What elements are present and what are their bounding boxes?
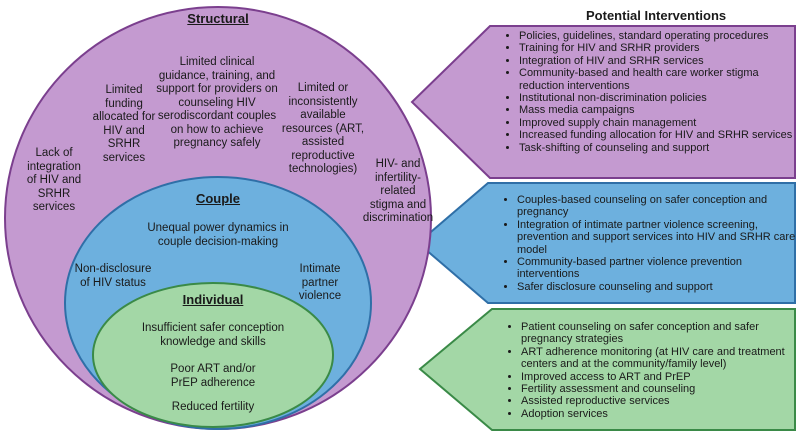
structural-heading: Structural (187, 11, 249, 26)
individual-item-adherence: Poor ART and/or PrEP adherence (170, 363, 256, 389)
list-item: Institutional non-discrimination policie… (519, 92, 800, 104)
list-item: Adoption services (521, 408, 800, 420)
list-item: Couples-based counseling on safer concep… (517, 194, 800, 219)
individual-interventions-list: Patient counseling on safer conception a… (507, 321, 800, 420)
structural-interventions-panel (410, 25, 796, 179)
list-item: Fertility assessment and counseling (521, 383, 800, 395)
list-item: Patient counseling on safer conception a… (521, 321, 800, 346)
structural-item-resources: Limited or inconsistently available reso… (281, 82, 365, 175)
individual-item-fertility: Reduced fertility (171, 401, 255, 413)
list-item: ART adherence monitoring (at HIV care an… (521, 346, 800, 371)
structural-item-clinical-guidance: Limited clinical guidance, training, and… (156, 56, 278, 149)
list-item: Integration of intimate partner violence… (517, 219, 800, 256)
interventions-title: Potential Interventions (586, 8, 727, 23)
structural-interventions-list: Policies, guidelines, standard operating… (505, 30, 800, 154)
list-item: Integration of HIV and SRHR services (519, 55, 800, 67)
structural-item-integration: Lack of integration of HIV and SRHR serv… (26, 147, 82, 213)
list-item: Policies, guidelines, standard operating… (519, 30, 800, 42)
individual-circle (92, 282, 334, 428)
list-item: Increased funding allocation for HIV and… (519, 129, 800, 141)
list-item: Training for HIV and SRHR providers (519, 42, 800, 54)
individual-heading: Individual (182, 292, 244, 307)
structural-item-funding: Limited funding allocated for HIV and SR… (92, 84, 156, 164)
individual-interventions-panel (418, 308, 796, 431)
couple-heading: Couple (195, 191, 241, 206)
list-item: Improved supply chain management (519, 117, 800, 129)
list-item: Task-shifting of counseling and support (519, 142, 800, 154)
couple-interventions-list: Couples-based counseling on safer concep… (503, 194, 800, 293)
list-item: Mass media campaigns (519, 104, 800, 116)
couple-item-non-disclosure: Non-disclosure of HIV status (74, 263, 152, 289)
list-item: Community-based partner violence prevent… (517, 256, 800, 281)
list-item: Safer disclosure counseling and support (517, 281, 800, 293)
individual-item-knowledge: Insufficient safer conception knowledge … (141, 322, 285, 348)
list-item: Assisted reproductive services (521, 395, 800, 407)
couple-item-ipv: Intimate partner violence (298, 263, 342, 302)
structural-item-stigma: HIV- and infertility-related stigma and … (362, 158, 434, 224)
couple-item-power-dynamics: Unequal power dynamics in couple decisio… (147, 222, 289, 248)
list-item: Community-based and health care worker s… (519, 67, 800, 92)
list-item: Improved access to ART and PrEP (521, 371, 800, 383)
